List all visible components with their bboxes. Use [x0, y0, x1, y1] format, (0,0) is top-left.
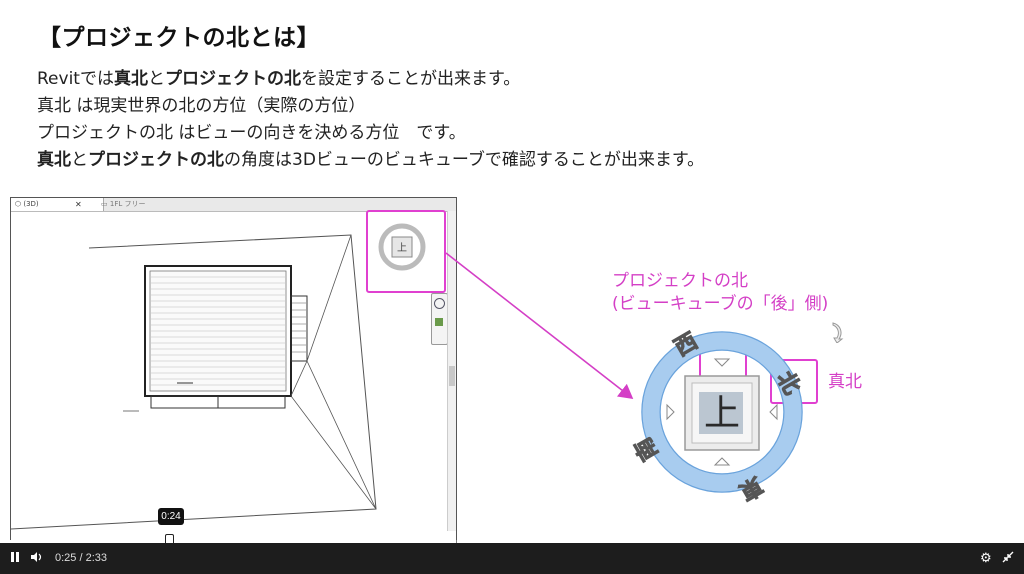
project-north-line1: プロジェクトの北 — [612, 271, 748, 291]
bold-term: プロジェクトの北 — [164, 69, 301, 89]
time-display: 0:25 / 2:33 — [55, 551, 107, 565]
volume-icon[interactable] — [30, 551, 44, 566]
pause-icon[interactable] — [10, 551, 20, 566]
navigation-bar[interactable] — [431, 293, 448, 345]
time-separator: / — [79, 552, 83, 564]
tab-3d[interactable]: ⬡ (3D) ✕ — [11, 198, 104, 211]
viewcube-large-face: 上 — [703, 393, 740, 434]
settings-icon[interactable]: ⚙ — [980, 550, 992, 565]
project-north-line2: (ビューキューブの「後」側) — [612, 294, 829, 314]
view-tab-bar: ⬡ (3D) ✕ ▭ 1FL フリー — [11, 198, 456, 212]
body-line: プロジェクトの北 はビューの向きを決める方位 です。 — [37, 120, 704, 147]
body-line: Revitでは真北とプロジェクトの北を設定することが出来ます。 — [37, 66, 704, 93]
exit-fullscreen-icon[interactable] — [1002, 551, 1014, 566]
project-north-label: プロジェクトの北 (ビューキューブの「後」側) — [612, 270, 828, 316]
scrollbar-thumb[interactable] — [449, 366, 455, 386]
building-plan-drawing — [11, 234, 377, 530]
duration: 2:33 — [85, 552, 108, 564]
viewcube-small[interactable] — [378, 223, 426, 271]
seek-time-tooltip: 0:24 — [158, 508, 184, 525]
viewcube-small-face: 上 — [397, 243, 407, 254]
revit-3d-view-window: ⬡ (3D) ✕ ▭ 1FL フリー — [10, 197, 457, 545]
body-line: 真北 は現実世界の北の方位（実際の方位） — [37, 93, 704, 120]
progress-played — [0, 540, 170, 543]
slide-title: 【プロジェクトの北とは】 — [38, 25, 320, 51]
tab-3d-label: (3D) — [23, 200, 39, 208]
close-icon[interactable]: ✕ — [75, 200, 82, 209]
cube-icon: ⬡ — [15, 200, 22, 208]
player-controls-bar — [0, 543, 1024, 574]
viewcube-highlight-box — [366, 210, 446, 293]
current-time: 0:25 — [55, 552, 77, 564]
rotate-arrow-icon — [832, 322, 844, 343]
body-line: 真北とプロジェクトの北の角度は3Dビューのビュキューブで確認することが出来ます。 — [37, 147, 704, 174]
vertical-scrollbar[interactable] — [447, 211, 456, 531]
text-segment: の角度は3Dビューのビュキューブで確認することが出来ます。 — [224, 150, 705, 170]
bold-term: プロジェクトの北 — [88, 150, 224, 170]
text-segment: 真北 は現実世界の北の方位（実際の方位） — [37, 96, 366, 116]
text-segment: プロジェクトの北 はビューの向きを決める方位 です。 — [37, 123, 466, 143]
viewcube-large — [641, 331, 820, 493]
zoom-icon[interactable] — [435, 318, 443, 326]
bold-term: 真北 — [113, 69, 148, 89]
tab-1fl[interactable]: ▭ 1FL フリー — [97, 198, 195, 211]
progress-track[interactable] — [0, 540, 1024, 543]
true-north-label: 真北 — [828, 372, 862, 392]
bold-term: 真北 — [37, 150, 71, 170]
steering-wheel-icon[interactable] — [434, 298, 445, 309]
text-segment: Revitでは — [37, 69, 114, 89]
slide-body: Revitでは真北とプロジェクトの北を設定することが出来ます。 真北 は現実世界… — [37, 66, 704, 174]
tab-1fl-label: 1FL フリー — [109, 200, 146, 208]
text-segment: を設定することが出来ます。 — [300, 69, 521, 89]
plan-icon: ▭ — [101, 200, 108, 208]
text-segment: と — [71, 150, 88, 170]
text-segment: と — [147, 69, 165, 89]
